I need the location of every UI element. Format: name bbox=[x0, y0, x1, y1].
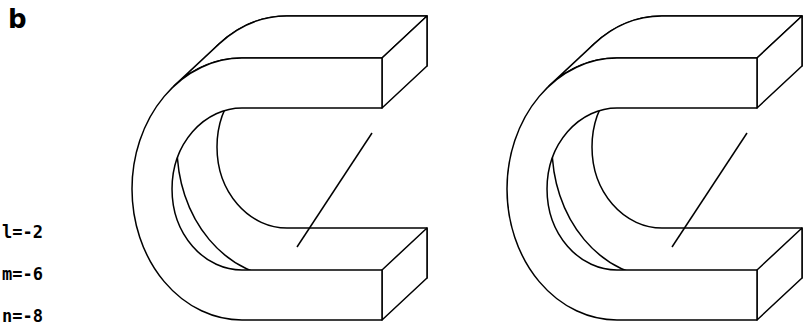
parameter-label: m=-6 bbox=[2, 266, 43, 283]
parameter-label: n=-8 bbox=[2, 308, 43, 325]
right-view bbox=[507, 16, 802, 320]
left-view bbox=[132, 16, 427, 320]
parameter-label: l=-2 bbox=[2, 224, 43, 241]
panel-letter: b bbox=[8, 6, 27, 32]
